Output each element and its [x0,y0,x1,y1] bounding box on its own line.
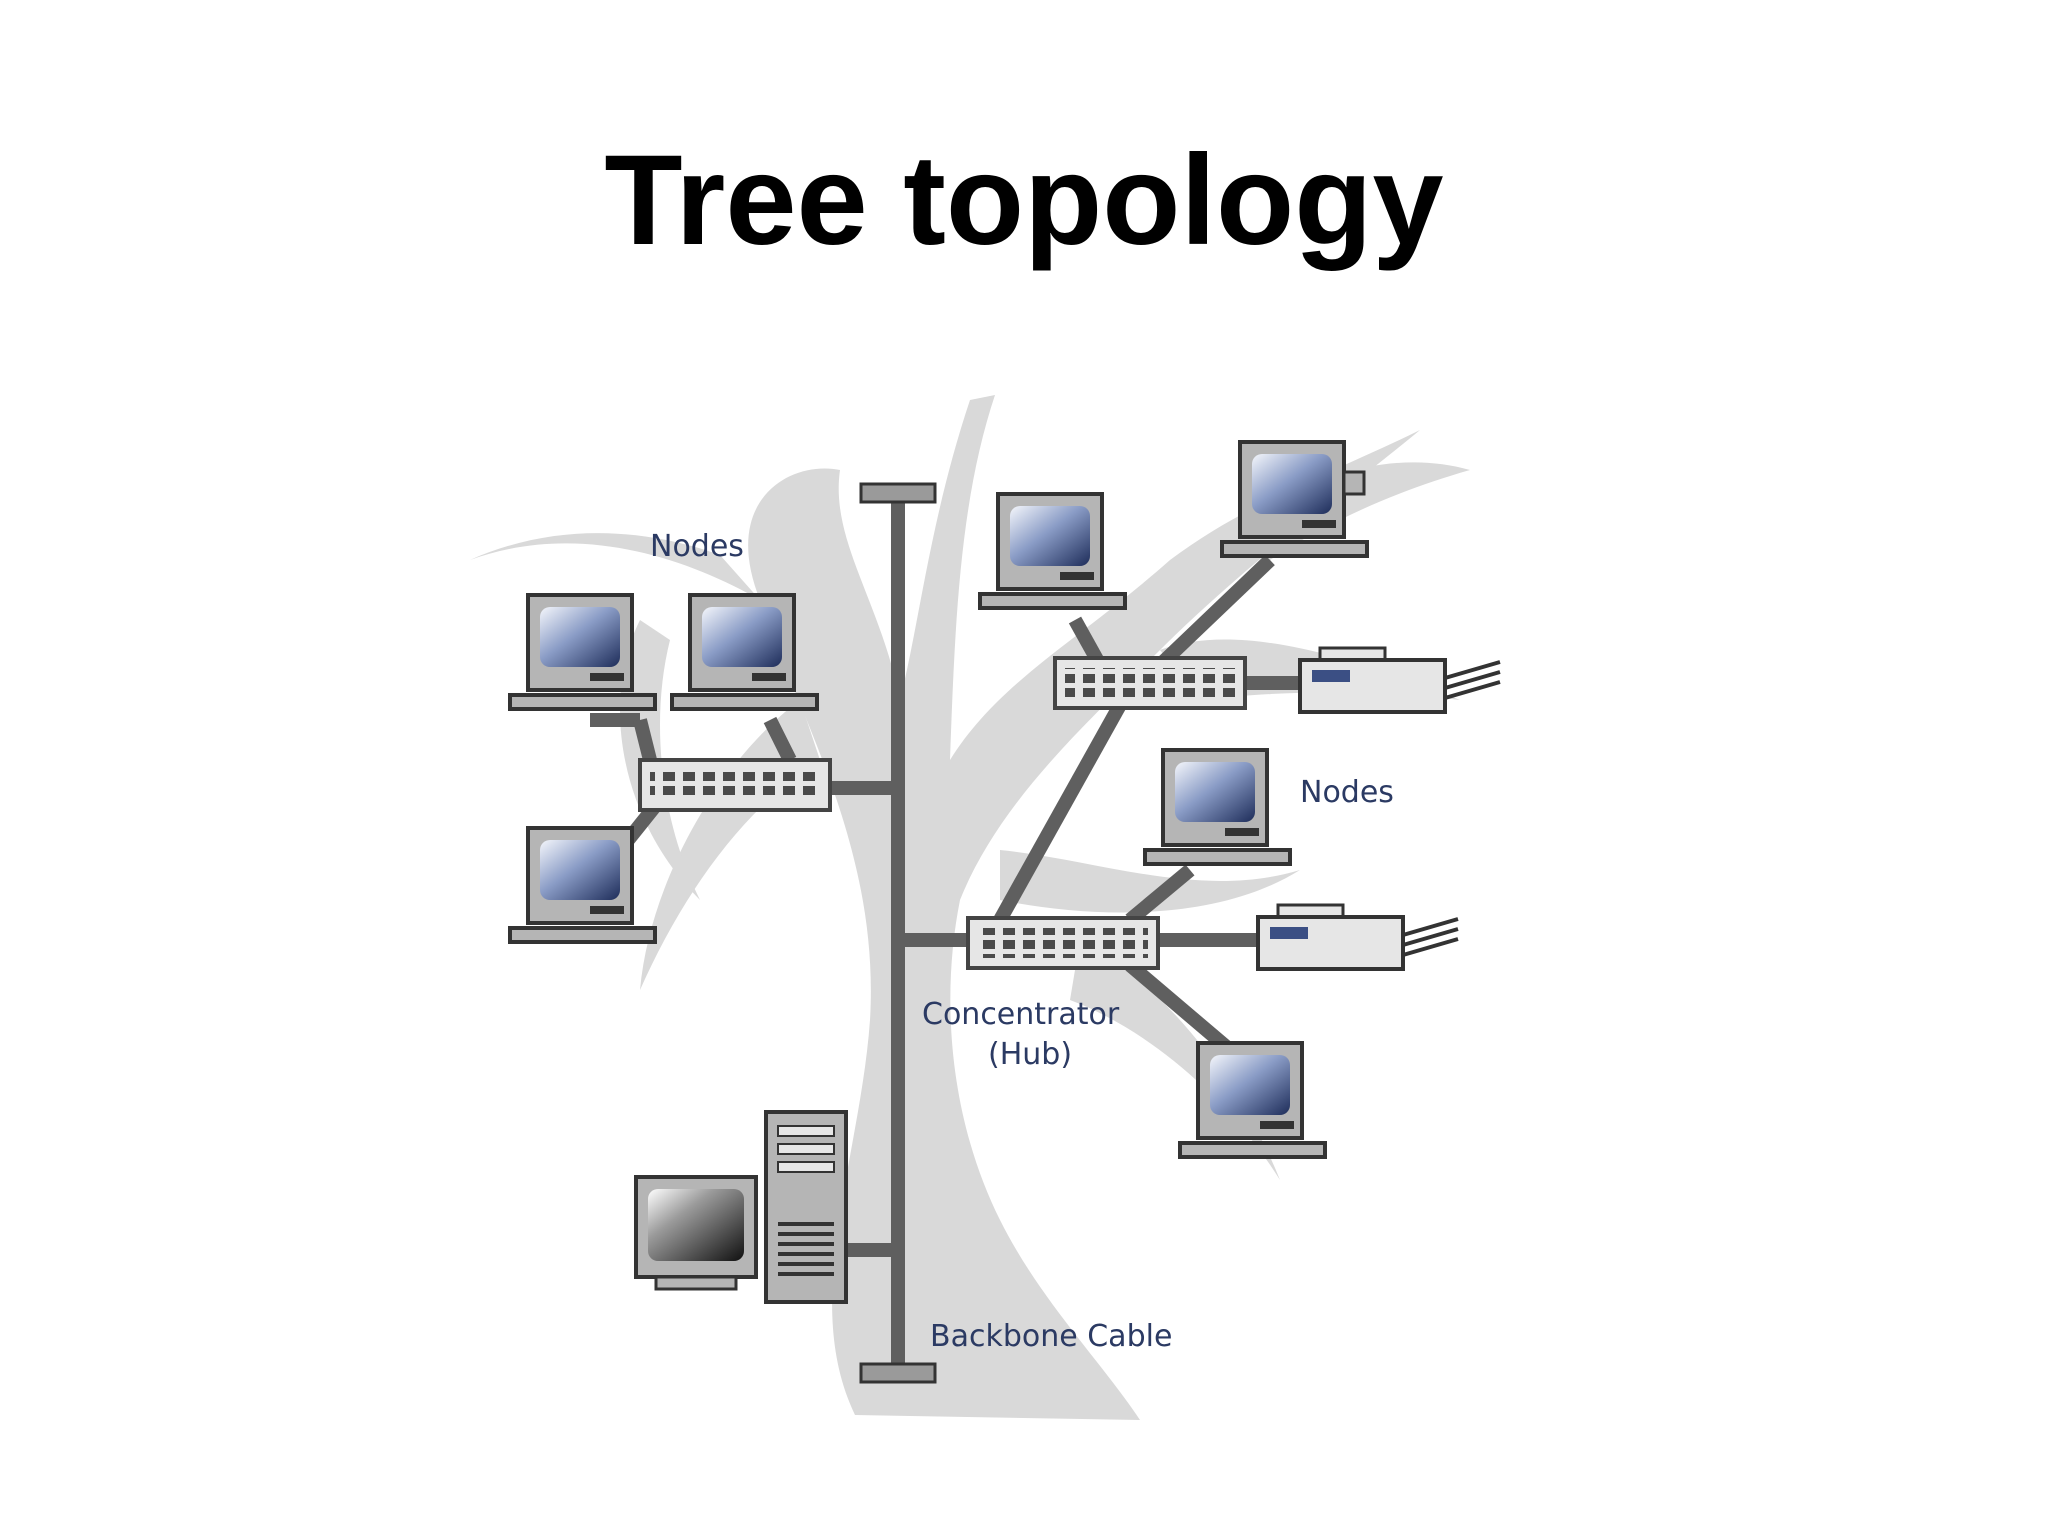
workstation-node [672,595,817,709]
workstation-node [980,494,1125,608]
workstation-node [510,595,655,709]
hub-upper-right [1055,658,1245,708]
workstation-node [510,828,655,942]
workstation-node [1222,442,1367,556]
label-nodes-right: Nodes [1300,775,1394,810]
label-backbone-cable: Backbone Cable [930,1319,1172,1354]
hub-lower-right [968,918,1158,968]
label-hub-line2: (Hub) [988,1037,1072,1072]
server-workstation [636,1112,846,1302]
hub-left [640,760,830,810]
workstation-node [1180,1043,1325,1157]
printer-node [1258,905,1458,969]
printer-node [1300,648,1500,712]
workstation-node [1145,750,1290,864]
label-hub-line1: Concentrator [922,997,1120,1032]
label-nodes-left: Nodes [650,529,744,564]
